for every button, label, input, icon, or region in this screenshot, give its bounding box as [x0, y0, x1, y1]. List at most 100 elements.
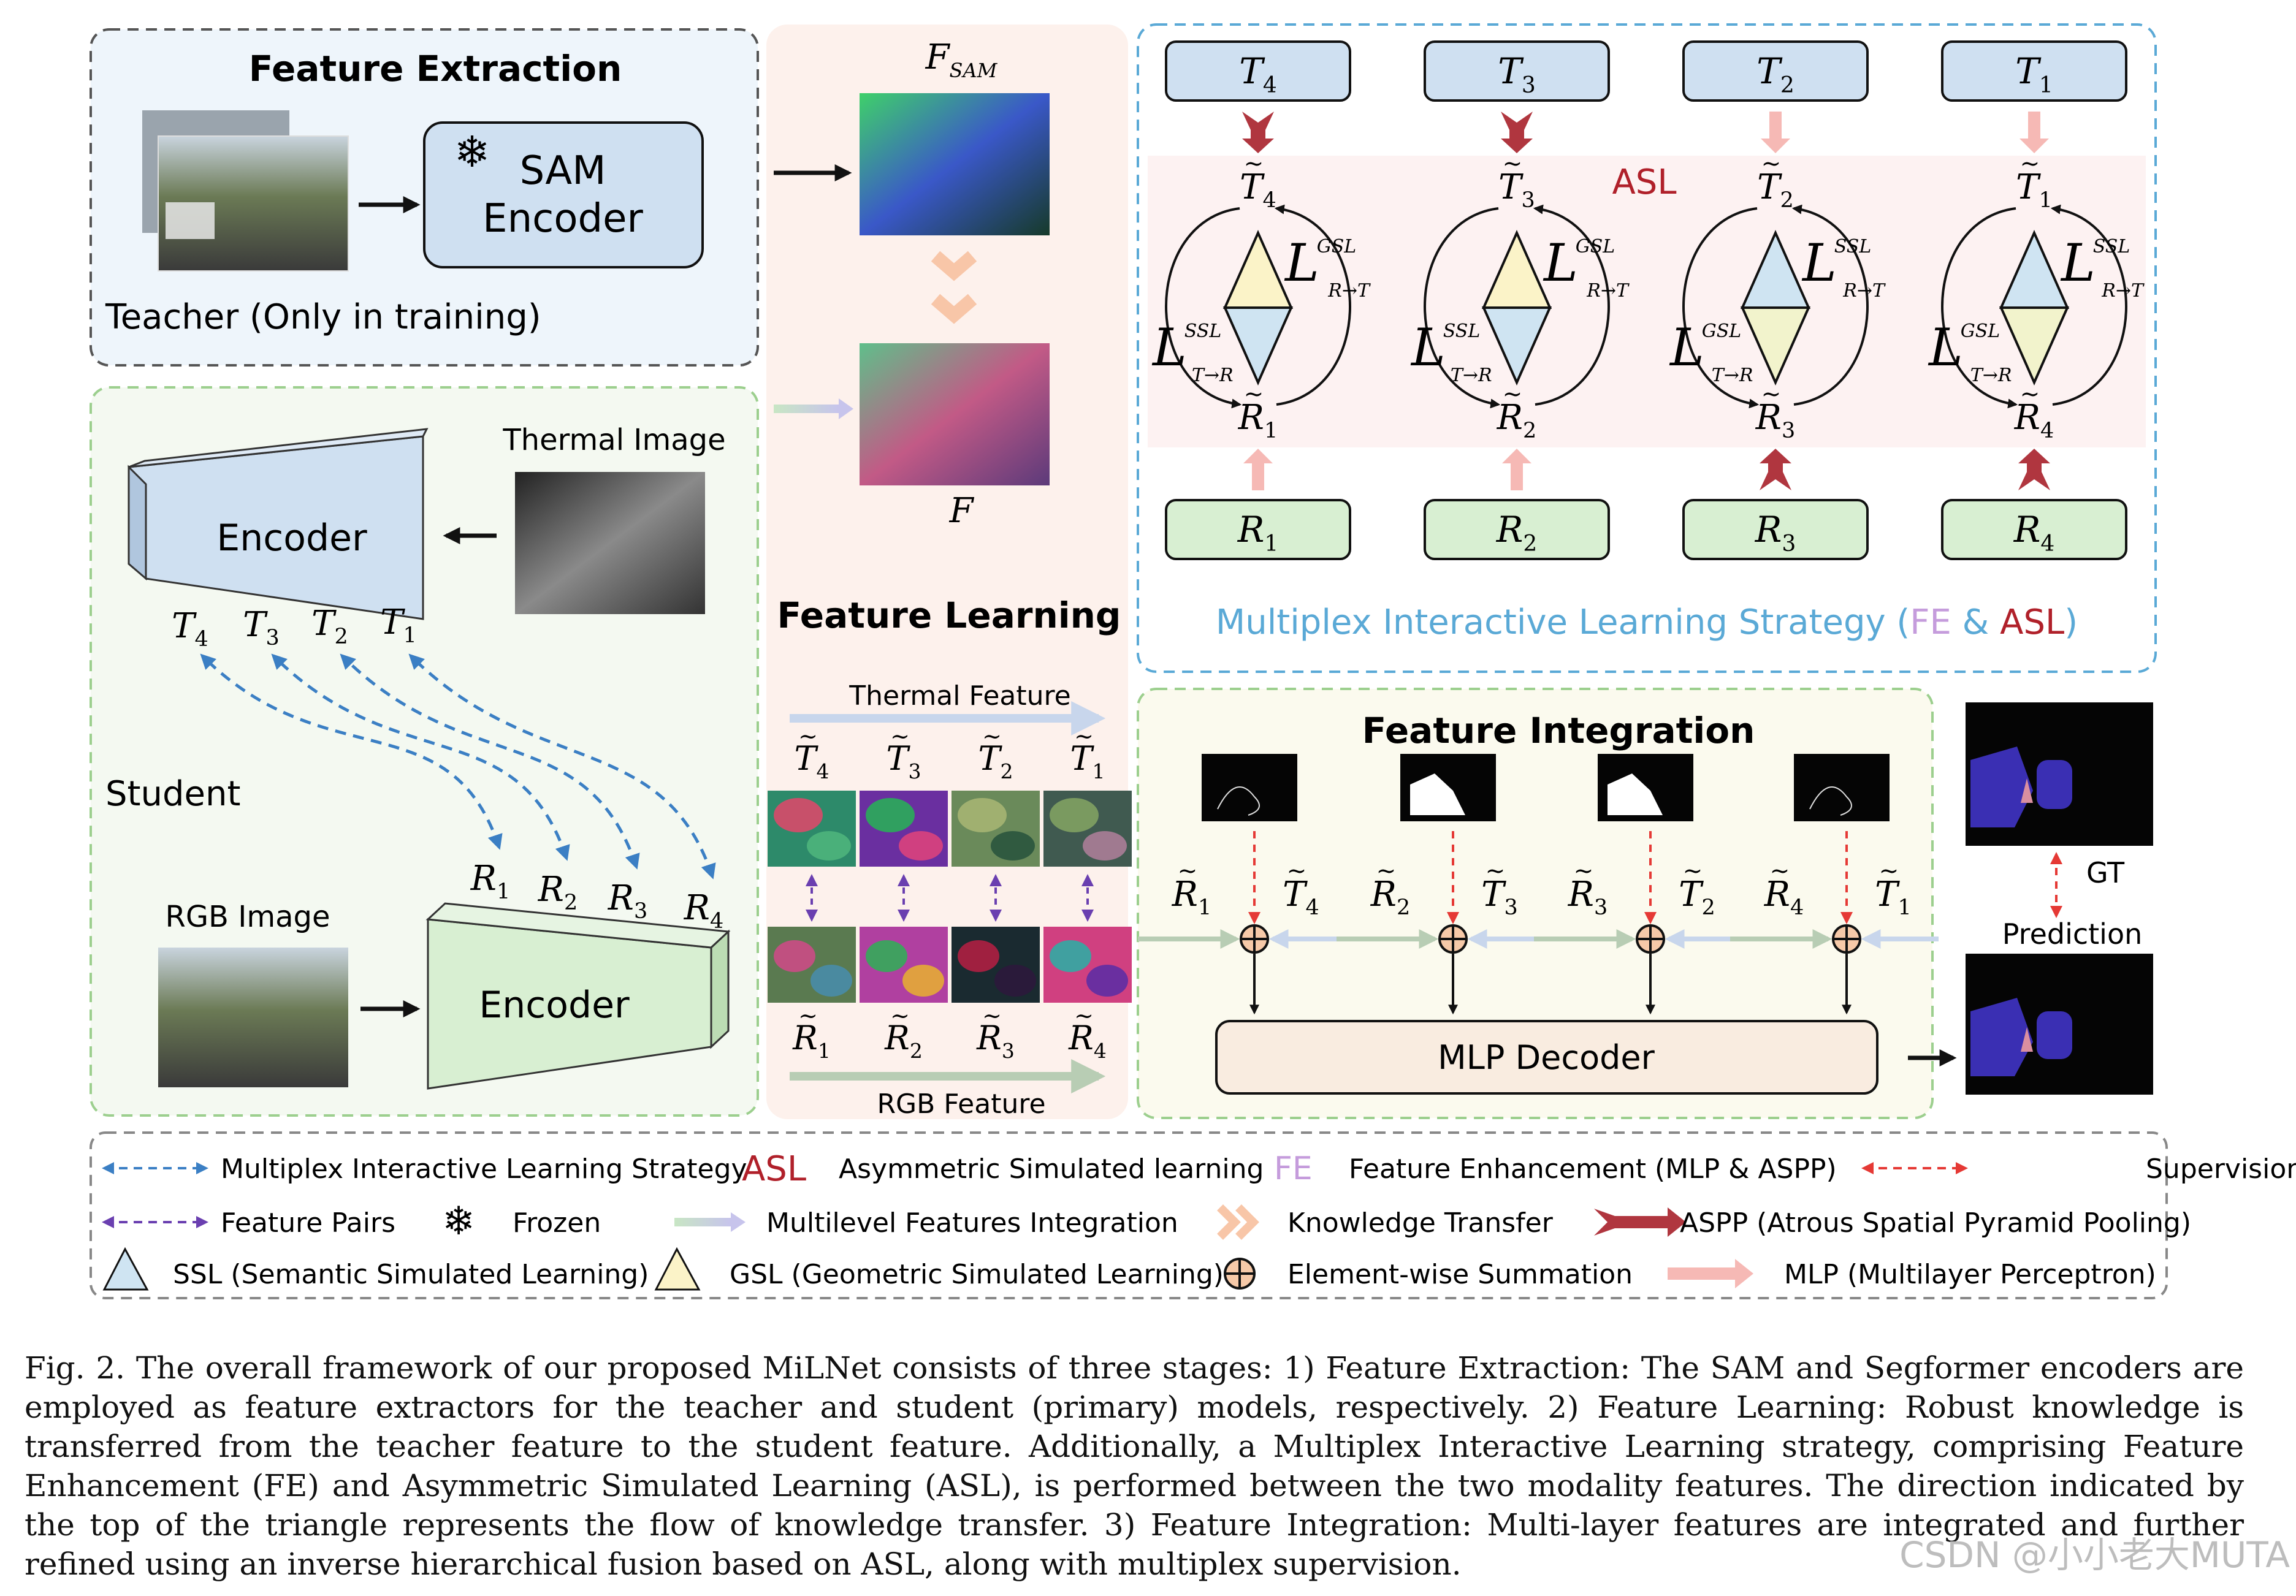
t-label-1: T4 [172, 606, 208, 652]
left-loop-arrow-3 [1682, 207, 1760, 409]
tilde-mark: ~ [2020, 381, 2040, 408]
legend-item-12: Element-wise Summation [1224, 1258, 1633, 1290]
lower-triangle-3 [1740, 306, 1811, 386]
legend-item-1: Multiplex Interactive Learning Strategy [102, 1153, 747, 1185]
yellow-triangle-icon [654, 1247, 701, 1291]
diagram-canvas: Feature Extraction ❄ SAM Encoder Teacher… [90, 23, 2296, 1299]
asl-bottom-tilde-4: R4 [2014, 398, 2054, 443]
tilde-mark: ~ [1770, 857, 1790, 885]
mask-outline [1217, 786, 1260, 816]
tilde-mark: ~ [982, 723, 1002, 750]
tilde-mark: ~ [1074, 1002, 1094, 1029]
thermal-image [515, 472, 705, 614]
mlp-decoder-label: MLP Decoder [1438, 1038, 1655, 1077]
t-tilde-4: T1 [1070, 739, 1105, 783]
thermal-feature-map-1 [768, 791, 856, 867]
left-loop-arrow-1 [1165, 207, 1242, 409]
legend-item-3: FE Feature Enhancement (MLP & ASPP) [1274, 1150, 1837, 1187]
legend-text-7: Multilevel Features Integration [766, 1207, 1178, 1239]
top-box-label-4: T1 [2015, 50, 2053, 98]
integ-r-3: R3 [1568, 875, 1608, 920]
left-loop-arrow-4 [1941, 207, 2018, 409]
rgb-feature-label: RGB Feature [877, 1089, 1045, 1120]
tilde-mark: ~ [1244, 381, 1264, 408]
multilevel-integration-arrow [774, 405, 839, 413]
thermal-feature-map-4 [1043, 791, 1132, 867]
r-label-4: R4 [684, 888, 723, 933]
bottom-box-label-2: R2 [1496, 509, 1538, 557]
tilde-mark: ~ [798, 1002, 818, 1029]
tilde-mark: ~ [1574, 857, 1594, 885]
svg-text:FE: FE [1274, 1150, 1313, 1187]
tilde-mark: ~ [1287, 857, 1307, 885]
tilde-mark: ~ [1683, 857, 1703, 885]
chevron-icon [1217, 1204, 1259, 1240]
integ-t-2: T3 [1481, 875, 1518, 920]
r-tilde-2: R2 [884, 1019, 923, 1063]
bottom-box-R3 [1682, 499, 1869, 560]
right-loop-arrow-4 [2050, 204, 2127, 406]
integ-t-3: T2 [1679, 875, 1715, 920]
asl-top-tilde-4: T1 [2016, 167, 2053, 213]
figure-caption: Fig. 2. The overall framework of our pro… [25, 1350, 2244, 1582]
feature-integration-panel: Feature Integration R1~T4~R2~T3~R3~T2~R4… [1137, 688, 2153, 1119]
legend-text-3: Feature Enhancement (MLP & ASPP) [1349, 1153, 1837, 1185]
asl-bottom-tilde-1: R1 [1238, 398, 1278, 443]
prediction-label: Prediction [2002, 918, 2143, 951]
legend-panel: Multiplex Interactive Learning StrategyA… [90, 1131, 2296, 1299]
tilde-mark: ~ [1244, 150, 1264, 178]
sum-icon [1240, 924, 1269, 954]
integration-cells: R1~T4~R2~T3~R3~T2~R4~T1~ [1138, 754, 1939, 1015]
legend-text-4: Supervision [2146, 1153, 2296, 1185]
legend-item-6: ❄Frozen [442, 1199, 601, 1244]
bottom-box-R4 [1941, 499, 2127, 560]
fe-arrow-top-2 [1501, 112, 1533, 153]
mlp-decoder-box [1215, 1020, 1878, 1095]
right-loop-arrow-3 [1791, 204, 1869, 406]
feature-pairs-grid: T4~T3~T2~T1~R1~R2~R3~R4~ [768, 723, 1132, 1063]
thermal-feature-map-3 [952, 791, 1040, 867]
fe-arrow-bottom-4 [2018, 449, 2050, 490]
tilde-mark: ~ [1178, 857, 1198, 885]
feature-integration-title: Feature Integration [1362, 710, 1755, 751]
tilde-mark: ~ [1761, 150, 1782, 178]
snowflake-icon: ❄ [442, 1199, 475, 1244]
top-box-T4 [1165, 40, 1351, 102]
mask-thumb-4 [1794, 754, 1890, 821]
legend-text-1: Multiplex Interactive Learning Strategy [221, 1153, 747, 1185]
bottom-box-label-1: R1 [1237, 509, 1279, 557]
r-tilde-1: R1 [792, 1019, 831, 1063]
tilde-mark: ~ [890, 1002, 910, 1029]
gradient-arrow [674, 1212, 746, 1232]
legend-text-12: Element-wise Summation [1287, 1259, 1633, 1290]
mask-thumb-1 [1202, 754, 1297, 821]
bottom-box-R1 [1165, 499, 1351, 560]
tilde-mark: ~ [1503, 381, 1523, 408]
feature-learning-panel: FSAM F Feature Learning Thermal Feature … [766, 25, 1132, 1120]
top-box-label-2: T3 [1498, 50, 1536, 98]
asl-text: ASL [742, 1149, 806, 1189]
asl-top-tilde-1: T4 [1240, 167, 1276, 213]
tilde-mark: ~ [1761, 381, 1782, 408]
integ-r-4: R4 [1764, 875, 1804, 920]
thermal-encoder-label: Encoder [216, 517, 367, 560]
asl-top-tilde-2: T3 [1498, 167, 1535, 213]
multiplex-strategy-arrows [200, 653, 716, 880]
feature-extraction-panel: Feature Extraction ❄ SAM Encoder Teacher… [90, 28, 759, 367]
asl-bottom-tilde-2: R2 [1497, 398, 1536, 443]
integration-cell-1: R1~T4~ [1138, 754, 1346, 1015]
r-label-3: R3 [608, 878, 647, 924]
integration-cell-3: R3~T2~ [1534, 754, 1742, 1015]
tilde-mark: ~ [1486, 857, 1506, 885]
fe-arrow-top-3 [1761, 112, 1790, 153]
lower-triangle-1 [1222, 306, 1294, 386]
legend-item-7: Multilevel Features Integration [674, 1207, 1178, 1239]
rgb-image [158, 948, 348, 1087]
fe-arrow-bottom-2 [1502, 449, 1531, 490]
